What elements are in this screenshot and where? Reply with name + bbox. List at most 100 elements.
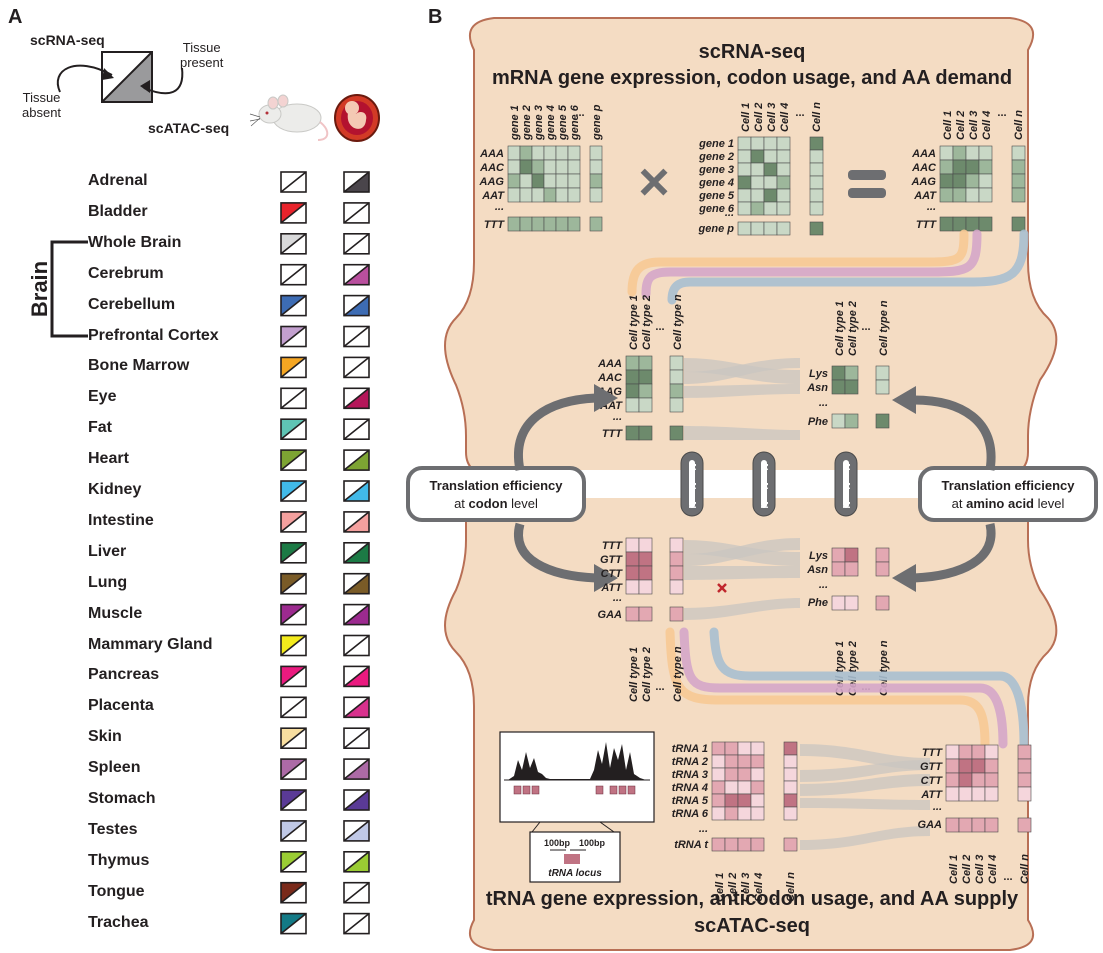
tissue-label: Skin [88,728,122,746]
matrix-cell [875,595,890,611]
matrix-cell [958,758,973,774]
matrix-cell [831,413,846,429]
cell-column-label: Cell 3 [740,873,752,902]
matrix-cell [750,201,765,216]
matrix-cell [555,187,569,203]
cell-column-label: Cell 1 [942,111,954,140]
row-label: TTT [602,540,623,552]
tissue-label: Prefrontal Cortex [88,326,219,344]
matrix-cell [831,547,846,563]
gene-row-label: gene p [698,223,735,235]
swatch-human [343,511,370,533]
matrix-cell [809,162,824,177]
swatch-mouse [280,820,307,842]
swatch-human [343,912,370,935]
matrix-cell [589,187,603,203]
swatch-mouse [280,727,307,750]
cell-column-label: Cell n [1013,110,1025,140]
bottom-title-2: scATAC-seq [694,915,810,937]
row-label: TTT [602,428,623,440]
matrix-cell [669,551,684,567]
panel-a-letter: A [8,6,23,28]
swatch-human [343,541,370,564]
cell-column-label: Cell n [1019,854,1031,884]
arrow-aa-down-head [892,564,916,592]
matrix-cell [1017,817,1032,833]
n-label: N [758,463,769,470]
matrix-cell [1011,159,1026,175]
matrix-cell [737,221,752,236]
swatch-human [343,202,370,224]
cell-column-label: Cell 3 [968,111,980,140]
swatch-mouse [280,634,307,657]
matrix-cell [737,741,752,756]
zoom-line [599,821,615,833]
swatch-human [343,294,370,317]
matrix-cell [567,145,581,161]
matrix-cell [1011,187,1026,203]
locus-bp-left: 100bp [544,838,571,848]
swatch-mouse [280,758,307,780]
matrix-cell [724,754,739,769]
matrix-cell [809,175,824,190]
matrix-cell [555,145,569,161]
swatch-human [343,789,370,811]
zoom-line [531,821,541,833]
matrix-cell [978,216,993,232]
matrix-cell [809,149,824,164]
cell-type-column-label: Cell type n [672,294,684,350]
matrix-cell [783,767,798,782]
swatch-human [343,820,370,842]
matrix-cell [638,579,653,595]
matrix-cell [737,149,752,164]
matrix-cell [669,383,684,399]
cell-type-column-label: Cell type 2 [847,301,859,356]
te-box-line1: Translation efficiency [942,478,1076,493]
row-label: GTT [600,554,623,566]
matrix-cell [531,216,545,232]
matrix-cell [763,188,778,203]
row-label: AAT [481,190,505,202]
matrix-cell [625,606,640,622]
swatch-mouse [280,480,307,502]
matrix-cell [589,145,603,161]
n-label: N [840,463,851,470]
trna-row-label: tRNA 3 [672,769,708,781]
swatch-mouse [280,294,307,317]
matrix-cell [984,817,999,833]
matrix-cell [809,221,824,236]
equals-bar [848,170,886,180]
matrix-cell [844,379,859,395]
row-label: TTT [484,219,505,231]
matrix-cell [724,741,739,756]
matrix-cell [638,565,653,581]
matrix-cell [519,145,533,161]
matrix-cell [776,175,791,190]
matrix-cell [750,806,765,821]
locus-gene [572,854,580,864]
matrix-cell [783,837,798,852]
tissue-label: Cerebellum [88,295,176,313]
matrix-cell [531,173,545,189]
swatch-mouse [280,449,307,471]
matrix-cell [978,145,993,161]
matrix-cell [844,547,859,563]
matrix-cell [507,216,521,232]
matrix-cell [763,162,778,177]
te-box-line2: at codon level [454,496,538,511]
gene-column-label: gene 5 [557,104,569,141]
gene-column-label: gene 4 [545,105,557,141]
matrix-cell [711,780,726,795]
matrix-cell [831,365,846,381]
cell-column-label: Cell 4 [753,873,765,902]
swatch-human [343,572,370,595]
matrix-cell [750,780,765,795]
cell-type-column-label: Cell type 1 [628,647,640,702]
brain-group-label: Brain [27,260,53,318]
arrow-aa-up [913,395,996,471]
cell-type-column-label: Cell type 1 [628,295,640,350]
matrix-cell [939,159,954,175]
swatch-human [343,758,370,780]
amino-acid-label: Phe [808,597,828,609]
matrix-cell [711,806,726,821]
